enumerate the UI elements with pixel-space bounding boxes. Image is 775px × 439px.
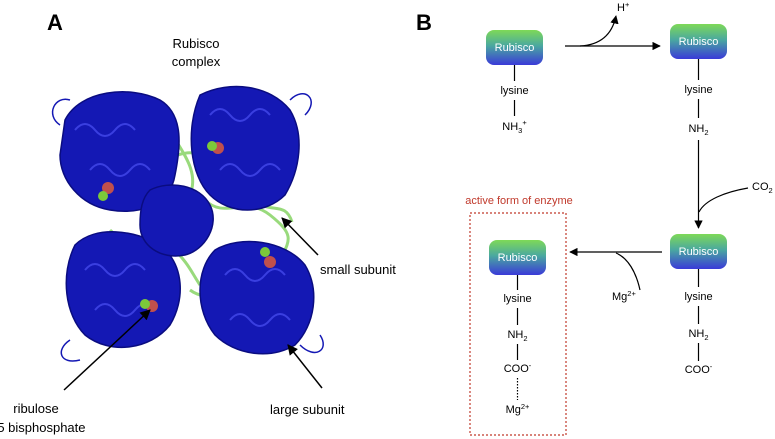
lysine-label-2: lysine <box>684 84 712 96</box>
rubisco-pill-1-label: Rubisco <box>495 42 535 54</box>
panel-a-letter: A <box>47 10 63 35</box>
mg-label: Mg2+ <box>612 289 636 303</box>
rubisco-pill-1 <box>486 30 543 65</box>
rubisco-active-form: Rubisco lysine NH2 COO- Mg2+ <box>489 240 546 416</box>
arrow-co2-input <box>698 187 749 213</box>
rubisco-pill-2-label: Rubisco <box>679 36 719 48</box>
small-subunit-label: small subunit <box>320 262 396 277</box>
rubisco-pill-3-label: Rubisco <box>679 246 719 258</box>
arrow-proton-release <box>579 15 619 47</box>
mg-label-active: Mg2+ <box>506 402 530 416</box>
lysine-label-3: lysine <box>684 291 712 303</box>
ligand-sites <box>98 141 276 312</box>
lysine-label-1: lysine <box>500 85 528 97</box>
carbamate-label-3: COO- <box>685 362 713 376</box>
active-form-title: active form of enzyme <box>465 195 573 207</box>
rubisco-state-1: Rubisco lysine NH3+ <box>486 30 543 135</box>
panel-b-letter: B <box>416 10 432 35</box>
rubisco-complex-title-line1: Rubisco <box>173 36 220 51</box>
arrow-mg-input <box>615 252 641 291</box>
ribulose-label-line2: 1,5 bisphosphate <box>0 420 86 435</box>
rubisco-protein-structure <box>51 85 324 362</box>
rubisco-complex-title-line2: complex <box>172 54 221 69</box>
nh2-label-active: NH2 <box>507 329 527 343</box>
rubisco-pill-active <box>489 240 546 275</box>
rubisco-state-3: Rubisco lysine NH2 COO- <box>670 234 727 376</box>
rubisco-state-2: Rubisco lysine NH2 <box>670 24 727 137</box>
rubisco-pill-3 <box>670 234 727 269</box>
large-subunit-label: large subunit <box>270 402 345 417</box>
active-form-box <box>469 212 567 436</box>
nh3-plus-label: NH3+ <box>502 118 527 135</box>
nh2-label-3: NH2 <box>688 328 708 342</box>
rubisco-pill-2 <box>670 24 727 59</box>
nh2-label-2: NH2 <box>688 123 708 137</box>
lysine-label-active: lysine <box>503 293 531 305</box>
co2-label: CO2 <box>752 181 773 195</box>
ribulose-label-line1: ribulose <box>13 401 59 416</box>
proton-label: H+ <box>617 0 630 14</box>
carbamate-label-active: COO- <box>504 361 532 375</box>
rubisco-pill-active-label: Rubisco <box>498 252 538 264</box>
